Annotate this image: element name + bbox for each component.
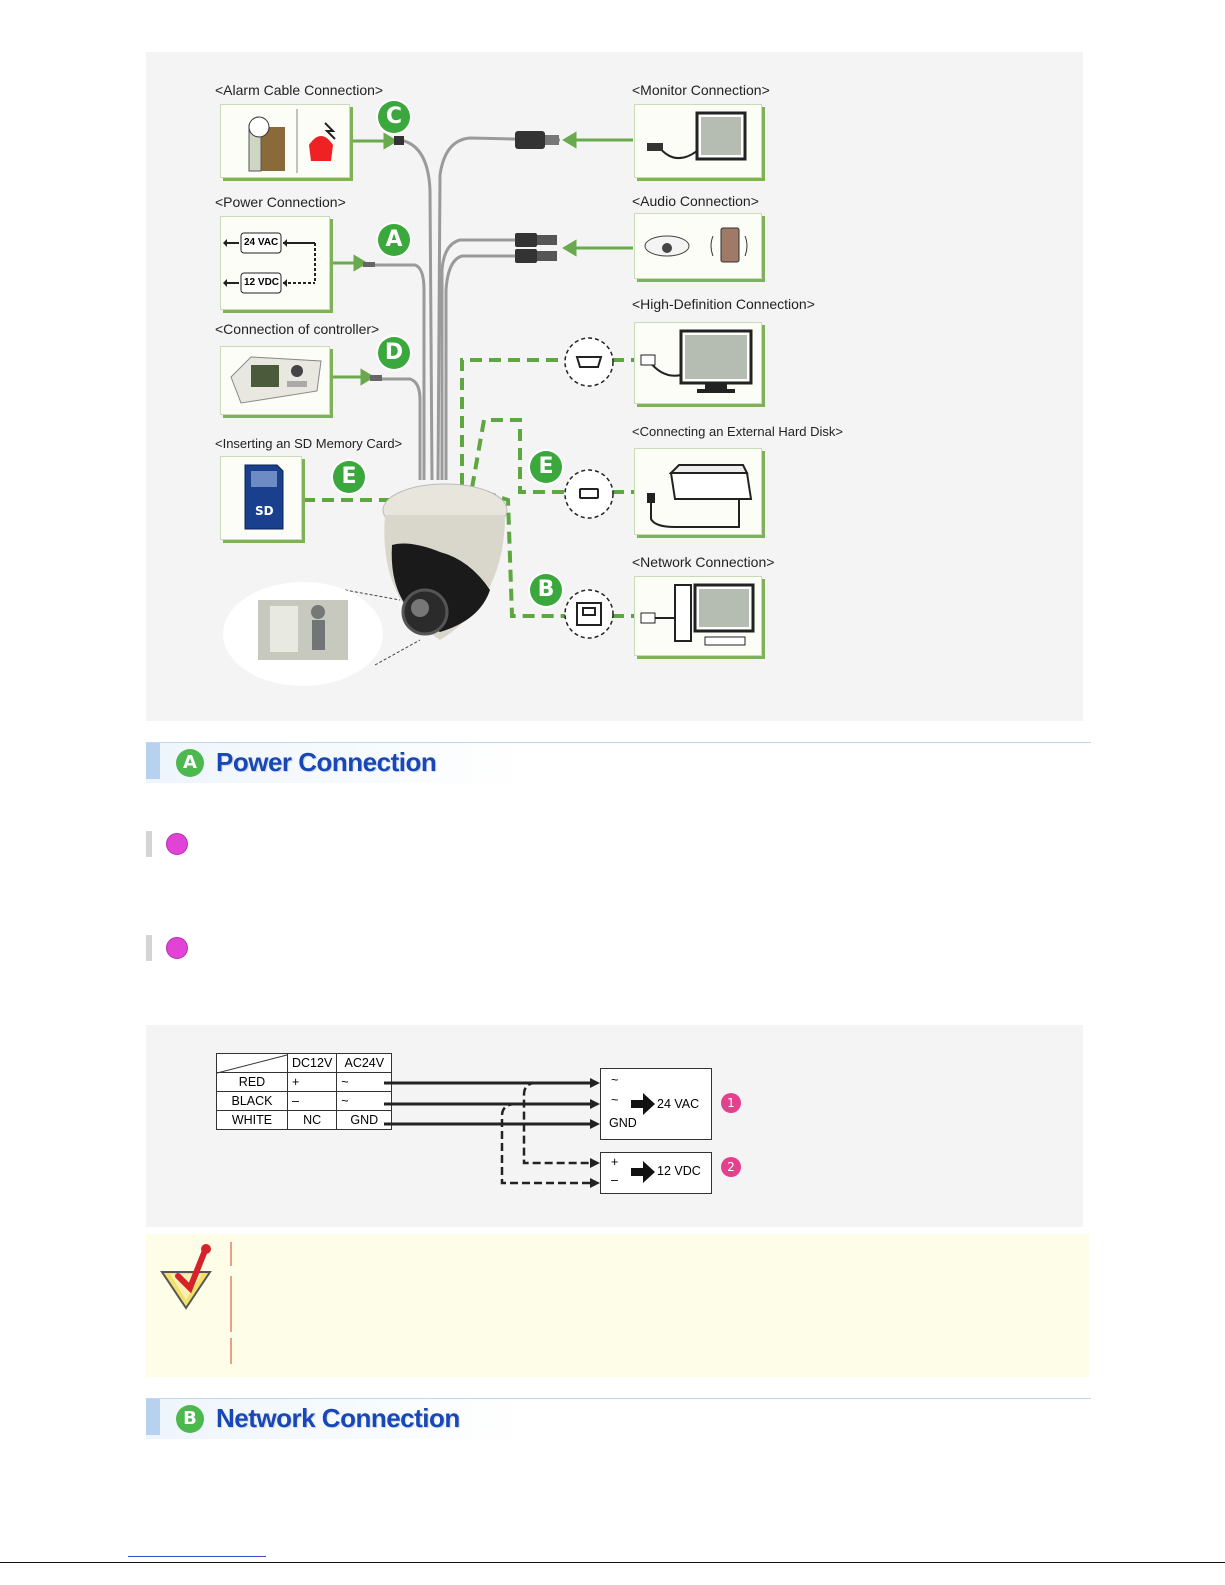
ac-pin3: GND bbox=[609, 1116, 637, 1130]
badge-b: B bbox=[530, 574, 562, 606]
hd-monitor-box bbox=[634, 322, 762, 404]
sd-card-icon: SD bbox=[244, 464, 284, 530]
ac-power-box: ~ ~ GND 24 VAC bbox=[600, 1068, 712, 1140]
sd-card-label: <Inserting an SD Memory Card> bbox=[215, 436, 403, 451]
vac-label: 24 VAC bbox=[244, 237, 279, 248]
svg-text:SD: SD bbox=[255, 504, 274, 518]
cell-wire: RED bbox=[216, 1072, 288, 1092]
dc-pin2: – bbox=[611, 1173, 618, 1187]
header-ac24v: AC24V bbox=[336, 1053, 393, 1073]
network-pc-box bbox=[634, 576, 762, 656]
bottom-link-underline bbox=[128, 1556, 266, 1557]
external-hard-disk-icon bbox=[647, 464, 753, 528]
cell-dc: NC bbox=[286, 1110, 338, 1130]
sd-card-box: SD bbox=[220, 456, 302, 540]
section-b-header: B Network Connection bbox=[146, 1398, 1091, 1439]
table-header-row: DC12V AC24V bbox=[216, 1053, 393, 1074]
alarm-door-siren-icon bbox=[248, 109, 336, 173]
wiring-lines bbox=[384, 1078, 600, 1188]
ac-pin1: ~ bbox=[611, 1073, 619, 1087]
section-b-letter-icon: B bbox=[176, 1405, 204, 1433]
controller-icon bbox=[230, 356, 322, 404]
ac-number-badge: 1 bbox=[721, 1093, 741, 1113]
power-supply-graphic bbox=[223, 232, 316, 294]
badge-c: C bbox=[378, 101, 410, 133]
audio-connection-label: <Audio Connection> bbox=[632, 193, 759, 209]
alarm-connection-label: <Alarm Cable Connection> bbox=[215, 82, 384, 98]
section-a-title: Power Connection bbox=[216, 747, 437, 777]
cable-lines bbox=[223, 131, 634, 686]
diagonal-line bbox=[217, 1054, 287, 1074]
table-row: BLACK – ~ bbox=[216, 1091, 393, 1111]
badge-d: D bbox=[378, 337, 410, 369]
dc-voltage-label: 12 VDC bbox=[657, 1164, 701, 1178]
controller-connection-label: <Connection of controller> bbox=[215, 321, 380, 337]
badge-e-hdd: E bbox=[530, 451, 562, 483]
audio-box bbox=[634, 213, 762, 279]
badge-e-sd: E bbox=[333, 461, 365, 493]
dc-number-badge: 2 bbox=[721, 1157, 741, 1177]
section-a-header: A Power Connection bbox=[146, 742, 1091, 783]
bottom-rule bbox=[0, 1562, 1225, 1563]
hdd-box bbox=[634, 448, 762, 535]
power-connection-label: <Power Connection> bbox=[215, 194, 346, 210]
hdd-connection-label: <Connecting an External Hard Disk> bbox=[632, 424, 844, 439]
monitor-connection-label: <Monitor Connection> bbox=[632, 82, 770, 98]
badge-a: A bbox=[378, 224, 410, 256]
network-pc-icon bbox=[640, 583, 755, 646]
cell-ac: GND bbox=[336, 1110, 393, 1130]
section-b-title: Network Connection bbox=[216, 1403, 460, 1433]
monitor-icon bbox=[647, 111, 747, 161]
hd-connection-label: <High-Definition Connection> bbox=[632, 296, 815, 312]
controller-box bbox=[220, 346, 330, 415]
table-corner-cell bbox=[216, 1053, 288, 1074]
section-a-letter-icon: A bbox=[176, 749, 204, 777]
bullet-dot-icon bbox=[166, 833, 188, 855]
dc-pin1: + bbox=[611, 1155, 619, 1169]
ac-voltage-label: 24 VAC bbox=[657, 1097, 700, 1111]
network-connection-label: <Network Connection> bbox=[632, 554, 775, 570]
audio-speaker-mic-icon bbox=[644, 227, 748, 263]
vdc-label: 12 VDC bbox=[244, 277, 280, 288]
bullet-dot-icon bbox=[166, 937, 188, 959]
dc-power-box: + – 12 VDC bbox=[600, 1152, 712, 1194]
alarm-device-box bbox=[220, 104, 350, 178]
wire-color-table: DC12V AC24V RED + ~ BLACK – ~ WHITE NC G… bbox=[216, 1053, 393, 1130]
cell-wire: WHITE bbox=[216, 1110, 288, 1130]
right-arrow-icon bbox=[631, 1093, 655, 1115]
hd-monitor-icon bbox=[640, 329, 753, 393]
note-box bbox=[146, 1234, 1089, 1377]
right-arrow-icon bbox=[631, 1161, 655, 1183]
monitor-box bbox=[634, 104, 762, 178]
note-check-icon bbox=[160, 1244, 212, 1310]
ac-pin2: ~ bbox=[611, 1093, 619, 1107]
table-row: WHITE NC GND bbox=[216, 1110, 393, 1130]
power-supply-box: 24 VAC 12 VDC bbox=[220, 216, 330, 310]
table-row: RED + ~ bbox=[216, 1072, 393, 1092]
